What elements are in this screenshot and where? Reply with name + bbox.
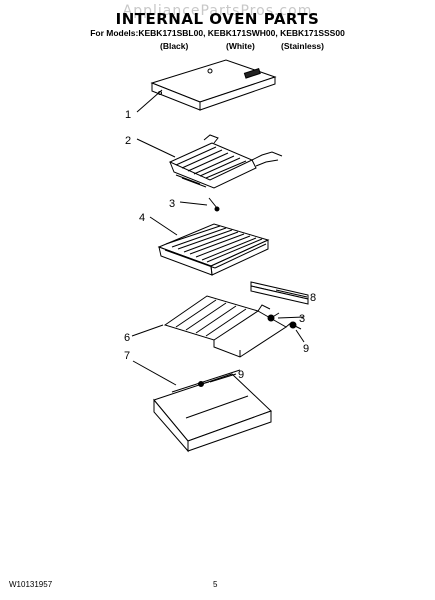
callout-9-right: 9 bbox=[303, 343, 309, 355]
part-screw-lower bbox=[267, 312, 280, 322]
page-number: 5 bbox=[213, 580, 218, 589]
leader-8 bbox=[275, 289, 308, 298]
part-oven-rack bbox=[157, 223, 270, 276]
leader-3a bbox=[179, 201, 208, 206]
watermark: AppliancePartsPros.com bbox=[122, 3, 313, 19]
leader-7 bbox=[132, 360, 177, 386]
callout-8: 8 bbox=[310, 292, 316, 304]
callout-3-lower: 3 bbox=[299, 313, 305, 325]
leader-2 bbox=[136, 138, 176, 158]
models-line: For Models:KEBK171SBL00, KEBK171SWH00, K… bbox=[90, 28, 345, 38]
variant-stainless: (Stainless) bbox=[281, 41, 324, 51]
part-screw-tray bbox=[198, 381, 210, 387]
document-number: W10131957 bbox=[9, 580, 53, 589]
page-title: INTERNAL OVEN PARTS bbox=[115, 10, 320, 28]
callout-2: 2 bbox=[125, 135, 131, 147]
callout-7: 7 bbox=[124, 350, 130, 362]
leader-9a bbox=[295, 329, 305, 343]
callout-1: 1 bbox=[125, 109, 131, 121]
leader-4 bbox=[149, 216, 178, 236]
part-screw-upper bbox=[208, 197, 220, 212]
part-bake-element bbox=[163, 295, 293, 358]
part-broil-element bbox=[168, 134, 283, 189]
callout-3-upper: 3 bbox=[169, 198, 175, 210]
part-bottom-tray bbox=[153, 369, 272, 453]
callout-4: 4 bbox=[139, 212, 145, 224]
leader-3b bbox=[277, 316, 305, 319]
callout-9-tray: 9 bbox=[238, 369, 244, 381]
leader-1 bbox=[136, 89, 163, 113]
leader-6 bbox=[131, 324, 164, 337]
callout-6: 6 bbox=[124, 332, 130, 344]
part-cover-panel bbox=[150, 59, 277, 111]
variant-black: (Black) bbox=[160, 41, 189, 51]
part-bracket bbox=[250, 281, 309, 305]
part-screw-right bbox=[289, 321, 302, 330]
variant-white: (White) bbox=[226, 41, 255, 51]
leader-9b bbox=[209, 373, 237, 383]
